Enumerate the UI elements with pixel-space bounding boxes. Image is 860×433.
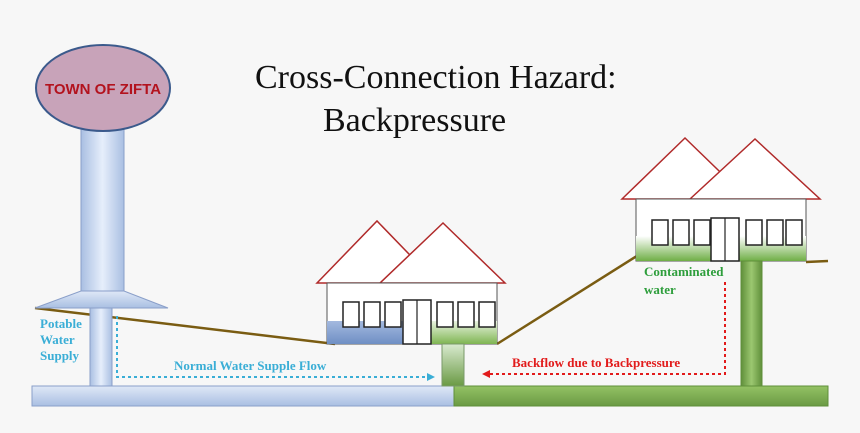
main-pipe-contaminated-section <box>453 385 829 407</box>
middle-house-window <box>363 301 381 328</box>
tower-riser-pipe <box>89 307 113 389</box>
middle-house-window <box>457 301 475 328</box>
right-house-window <box>693 219 711 246</box>
right-house-window <box>785 219 803 246</box>
potable-label-line-1: Potable <box>40 316 82 331</box>
normal-flow-label: Normal Water Supple Flow <box>174 358 327 373</box>
main-pipe <box>31 385 829 407</box>
tower-name: TOWN OF ZIFTA <box>45 81 161 98</box>
backflow-label: Backflow due to Backpressure <box>512 355 680 370</box>
middle-house-window <box>478 301 496 328</box>
contaminated-label-line-2: water <box>644 282 676 297</box>
water-tower: TOWN OF ZIFTA <box>34 44 171 389</box>
potable-supply-label: Potable Water Supply <box>40 316 82 363</box>
right-house <box>620 136 822 387</box>
contaminated-label-line-1: Contaminated <box>644 264 724 279</box>
normal-flow-arrow <box>116 316 435 381</box>
right-house-window <box>745 219 763 246</box>
title-line-2: Backpressure <box>323 102 506 139</box>
tower-column <box>80 127 125 293</box>
contaminated-water-label: Contaminated water <box>644 264 724 297</box>
middle-house-window <box>436 301 454 328</box>
middle-house-window <box>342 301 360 328</box>
tower-tank <box>35 44 171 132</box>
title-line-1: Cross-Connection Hazard: <box>255 59 617 96</box>
right-house-window <box>766 219 784 246</box>
backflow-arrow <box>482 282 726 378</box>
ground-lines <box>34 252 829 346</box>
middle-house-service-pipe <box>441 343 465 387</box>
right-house-window <box>672 219 690 246</box>
middle-house <box>315 219 507 387</box>
potable-label-line-2: Water <box>40 332 75 347</box>
main-pipe-clean-section <box>31 385 455 407</box>
tower-base <box>34 290 169 309</box>
middle-house-window <box>384 301 402 328</box>
right-house-service-pipe <box>740 260 763 387</box>
right-house-window <box>651 219 669 246</box>
potable-label-line-3: Supply <box>40 348 80 363</box>
